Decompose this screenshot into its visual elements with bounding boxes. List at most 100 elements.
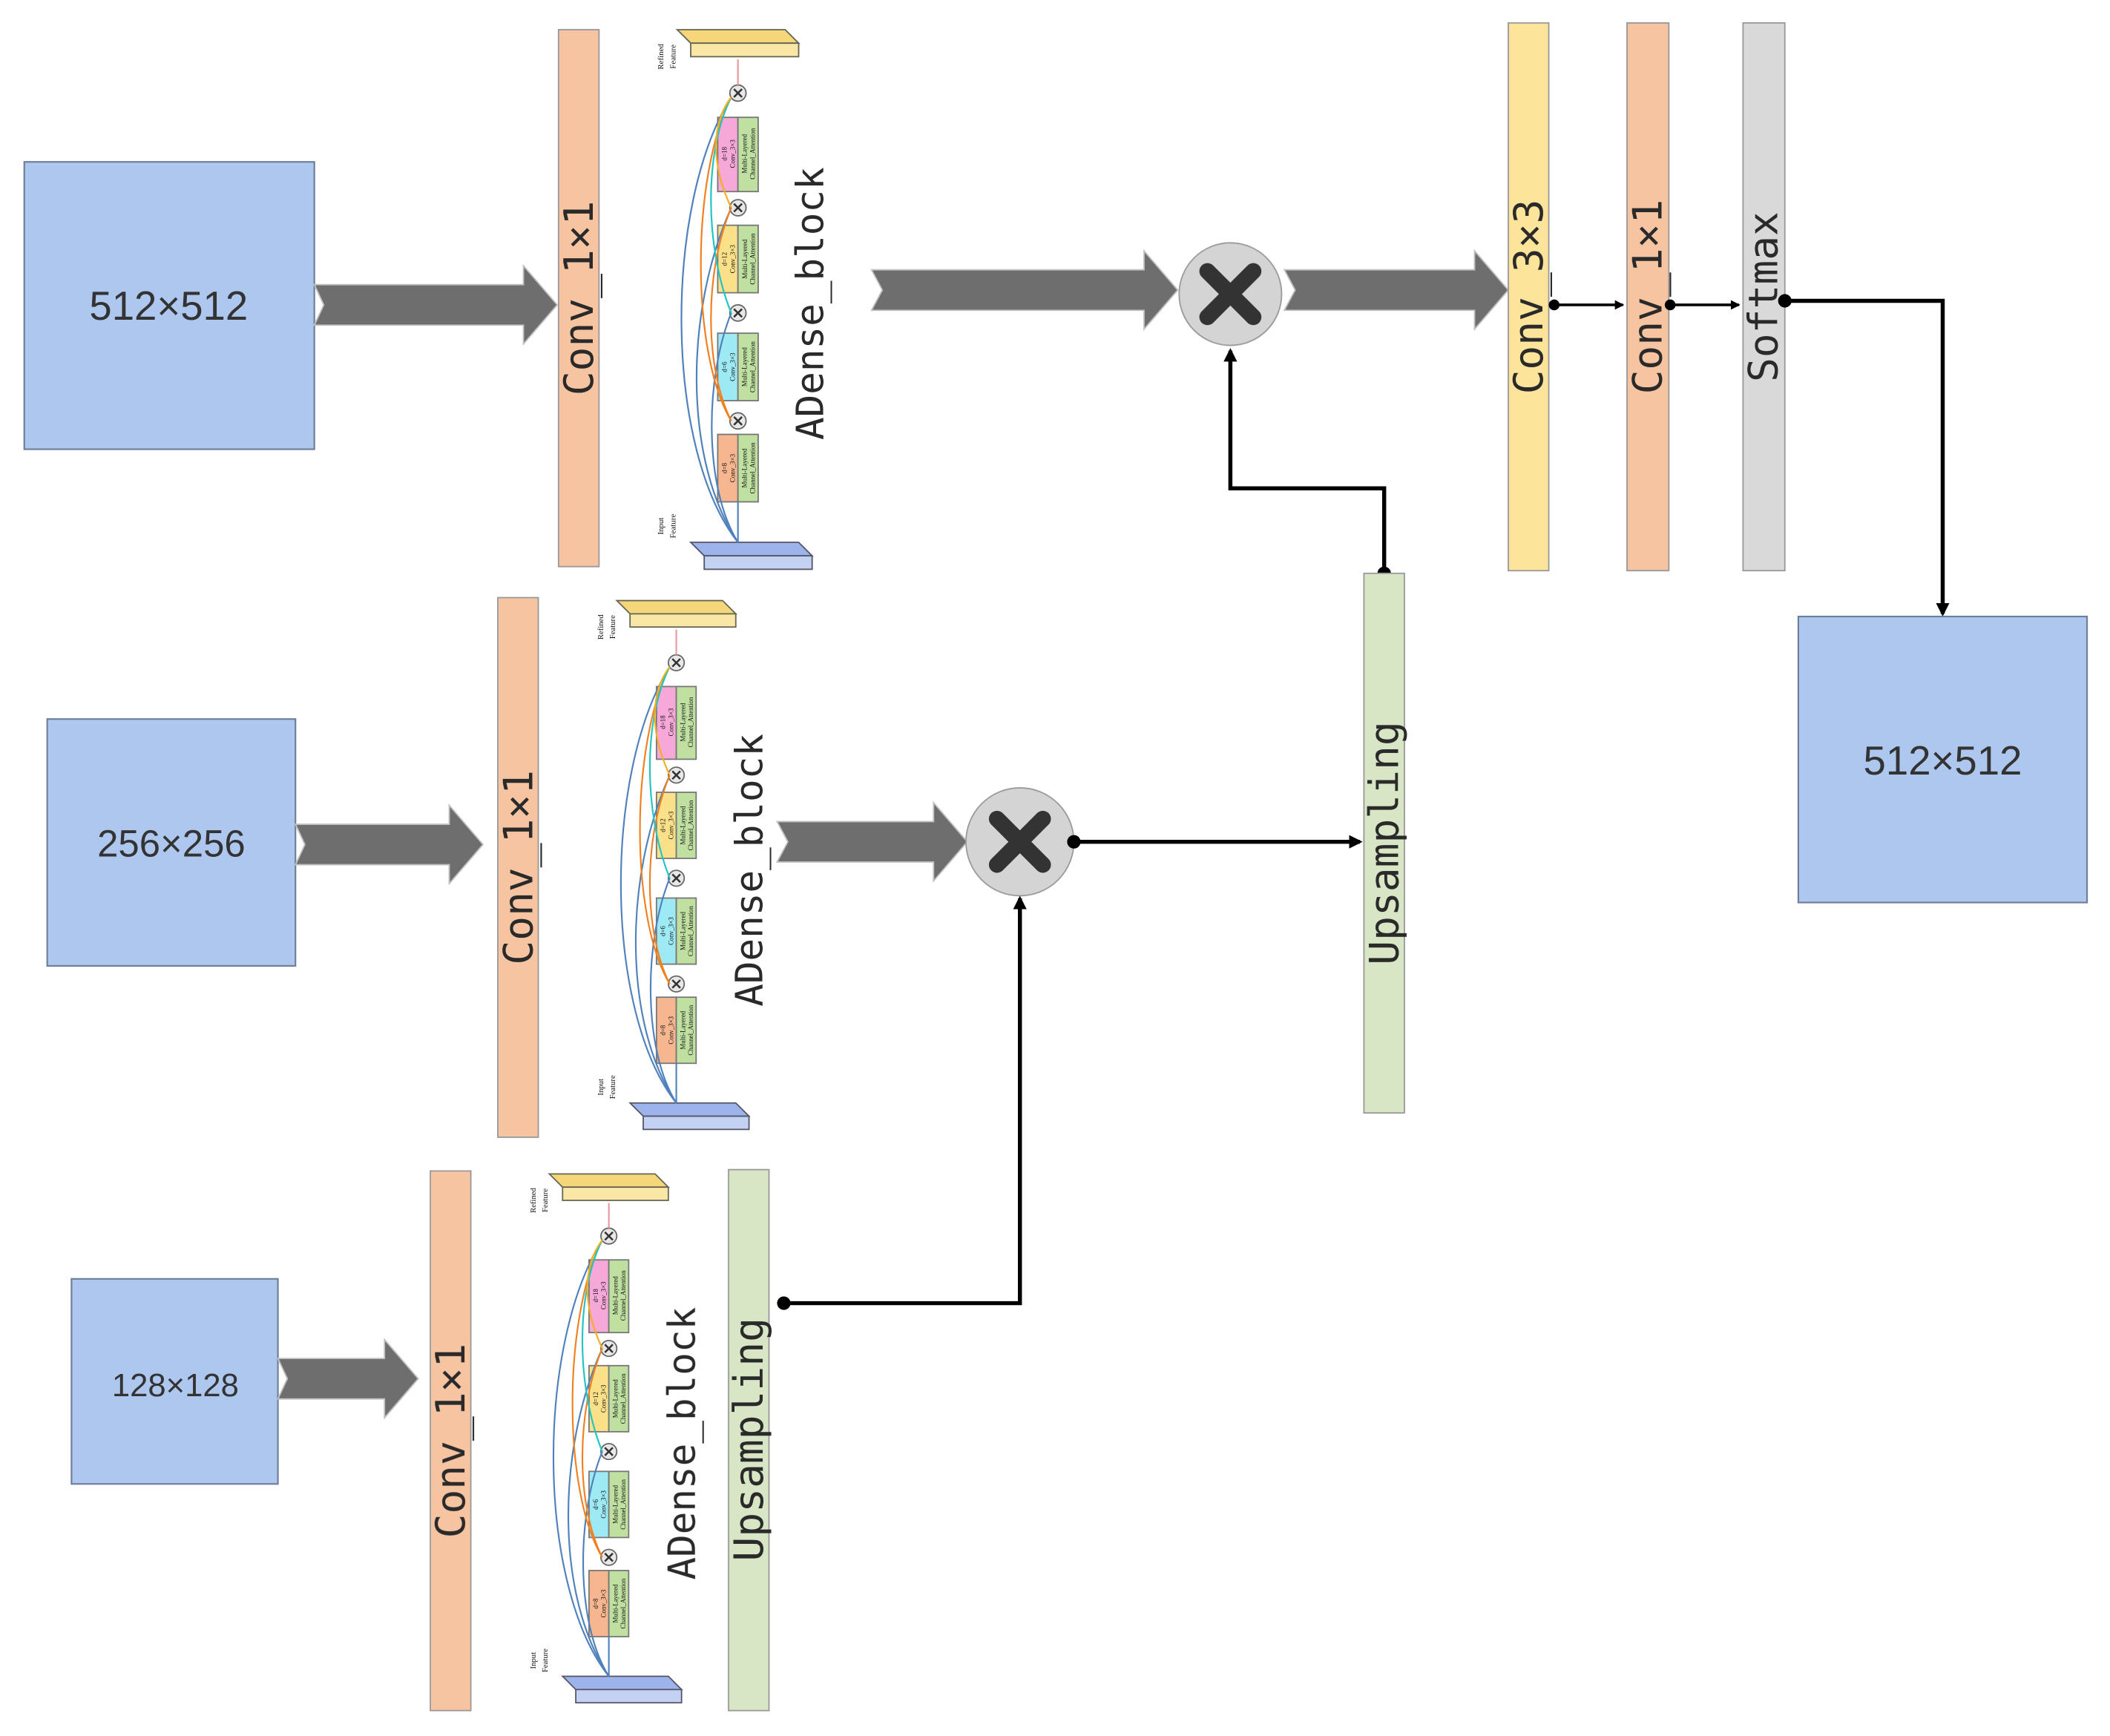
conv3x3-label: Conv_3×3 bbox=[1505, 200, 1552, 395]
mini-conv-label: Conv_3×3 bbox=[600, 1589, 608, 1617]
conv1x1-head-label: Conv_1×1 bbox=[1623, 200, 1671, 395]
mini-refined-label: Refined bbox=[596, 614, 605, 640]
input-512-label: 512×512 bbox=[89, 283, 248, 329]
flow-arrow-512 bbox=[313, 263, 559, 346]
softmax-block bbox=[1742, 22, 1786, 572]
mini-dilation-label: d=6 bbox=[720, 361, 728, 372]
mini-attention-label: Channel_Attention bbox=[619, 1578, 627, 1628]
mini-conv-label: Conv_3×3 bbox=[667, 708, 674, 736]
mini-conv-label: Conv_3×3 bbox=[729, 244, 736, 273]
mini-attention-label: Channel_Attention bbox=[749, 128, 757, 180]
mini-mlp-label: Multi-Layered bbox=[679, 703, 686, 741]
upsampling-mid bbox=[1363, 572, 1405, 1114]
mini-input-label: Input bbox=[529, 1652, 538, 1669]
mini-mlp-label: Multi-Layered bbox=[741, 239, 749, 278]
mini-attention-label: Channel_Attention bbox=[619, 1270, 627, 1321]
mini-dilation-label: d=18 bbox=[720, 146, 728, 160]
mini-refined-label: Refined bbox=[529, 1187, 538, 1212]
upsampling-mid-label: Upsampling bbox=[1361, 721, 1408, 964]
mini-conv-label: Conv_3×3 bbox=[729, 453, 736, 482]
mini-input-label: Feature bbox=[608, 1075, 617, 1099]
mini-conv-label: Conv_3×3 bbox=[729, 352, 736, 381]
mini-attention-label: Channel_Attention bbox=[687, 1005, 694, 1055]
upsampling-bottom bbox=[728, 1168, 770, 1712]
mini-attention-label: Channel_Attention bbox=[749, 341, 757, 393]
flow-arrow-to-conv3x3 bbox=[1283, 249, 1510, 332]
mini-conv-label: Conv_3×3 bbox=[600, 1384, 608, 1413]
mini-mlp-label: Multi-Layered bbox=[612, 1276, 619, 1315]
mini-attention-label: Channel_Attention bbox=[687, 697, 694, 747]
mini-input-label: Feature bbox=[541, 1648, 550, 1672]
input-512-box bbox=[23, 161, 315, 450]
mini-conv-label: Conv_3×3 bbox=[667, 811, 674, 839]
output-512-box bbox=[1797, 615, 2088, 904]
mini-refined-label: Feature bbox=[668, 45, 677, 69]
adense-block-mid-label: ADense_block bbox=[729, 734, 772, 1007]
mini-input-label: Input bbox=[657, 518, 665, 535]
conv3x3-block bbox=[1508, 22, 1550, 572]
softmax-label: Softmax bbox=[1740, 211, 1787, 382]
mini-dilation-label: d=6 bbox=[592, 1499, 599, 1509]
multiply-icon bbox=[988, 810, 1051, 873]
mini-dilation-label: d=12 bbox=[592, 1392, 599, 1405]
mini-attention-label: Channel_Attention bbox=[687, 800, 694, 850]
conv1x1-bottom bbox=[430, 1170, 472, 1712]
mini-mlp-label: Multi-Layered bbox=[612, 1379, 619, 1418]
mini-conv-label: Conv_3×3 bbox=[667, 917, 674, 945]
mini-dilation-label: d=6 bbox=[660, 926, 667, 936]
mini-conv-label: Conv_3×3 bbox=[600, 1281, 608, 1309]
mini-attention-label: Channel_Attention bbox=[749, 442, 757, 494]
mini-dilation-label: d=8 bbox=[592, 1598, 599, 1608]
conv1x1-bottom-label: Conv_1×1 bbox=[427, 1344, 474, 1539]
mini-dilation-label: d=8 bbox=[720, 462, 728, 473]
mini-conv-label: Conv_3×3 bbox=[667, 1016, 674, 1044]
conv1x1-top bbox=[557, 29, 600, 568]
mini-mlp-label: Multi-Layered bbox=[741, 347, 749, 387]
mini-mlp-label: Multi-Layered bbox=[612, 1485, 619, 1523]
mini-attention-label: Channel_Attention bbox=[619, 1373, 627, 1424]
mini-attention-label: Channel_Attention bbox=[749, 233, 757, 285]
mini-conv-label: Conv_3×3 bbox=[600, 1490, 608, 1518]
mini-refined-label: Refined bbox=[657, 44, 665, 70]
conv1x1-head bbox=[1626, 22, 1670, 572]
mini-mlp-label: Multi-Layered bbox=[741, 448, 749, 487]
mini-conv-label: Conv_3×3 bbox=[729, 139, 736, 168]
mini-mlp-label: Multi-Layered bbox=[612, 1584, 619, 1622]
input-128-box bbox=[70, 1278, 279, 1485]
input-128-label: 128×128 bbox=[112, 1367, 239, 1404]
adense-block-bottom-label: ADense_block bbox=[661, 1307, 705, 1580]
head-connectors bbox=[1548, 294, 1950, 617]
flow-arrow-128 bbox=[277, 1338, 419, 1420]
flow-arrow-256 bbox=[294, 803, 484, 886]
mini-mlp-label: Multi-Layered bbox=[679, 806, 686, 844]
mini-input-label: Feature bbox=[668, 514, 677, 539]
bottom-connector bbox=[777, 895, 1027, 1310]
flow-arrow-adense-mid bbox=[775, 800, 968, 883]
adense-block-top-label: ADense_block bbox=[789, 167, 832, 440]
mini-mlp-label: Multi-Layered bbox=[679, 912, 686, 950]
upsampling-bottom-label: Upsampling bbox=[725, 1318, 772, 1561]
conv1x1-mid bbox=[497, 596, 539, 1138]
mini-mlp-label: Multi-Layered bbox=[679, 1010, 686, 1049]
multiply-icon bbox=[1199, 263, 1262, 326]
mini-input-label: Input bbox=[596, 1079, 605, 1096]
mini-dilation-label: d=12 bbox=[660, 818, 667, 832]
mini-refined-label: Feature bbox=[541, 1188, 550, 1212]
mini-refined-label: Feature bbox=[608, 615, 617, 639]
mini-dilation-label: d=12 bbox=[720, 251, 728, 266]
output-512-label: 512×512 bbox=[1864, 738, 2022, 783]
mini-dilation-label: d=18 bbox=[660, 715, 667, 729]
mini-dilation-label: d=18 bbox=[592, 1289, 599, 1303]
flow-arrow-adense-top bbox=[870, 249, 1179, 332]
mini-attention-label: Channel_Attention bbox=[619, 1479, 627, 1529]
input-256-box bbox=[46, 718, 297, 967]
input-256-label: 256×256 bbox=[97, 823, 246, 865]
conv1x1-mid-label: Conv_1×1 bbox=[494, 770, 542, 965]
mini-mlp-label: Multi-Layered bbox=[741, 134, 749, 173]
mini-attention-label: Channel_Attention bbox=[687, 906, 694, 956]
